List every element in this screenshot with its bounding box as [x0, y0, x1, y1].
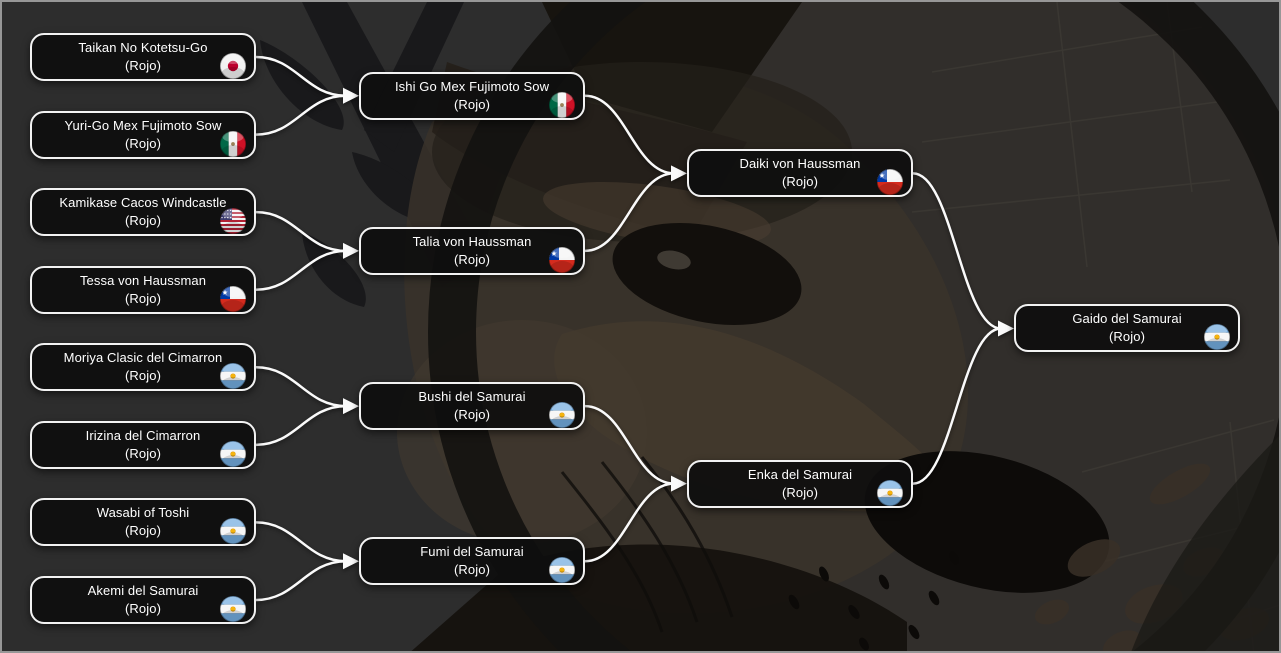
coat-color-label: (Rojo): [1109, 329, 1145, 344]
dog-name: Tessa von Haussman: [79, 272, 207, 288]
coat-color-label: (Rojo): [125, 58, 161, 73]
pedigree-node-ishi[interactable]: Ishi Go Mex Fujimoto Sow (Rojo): [359, 72, 585, 120]
pedigree-edge: [911, 172, 1003, 330]
pedigree-edge: [583, 172, 676, 253]
pedigree-edge: [583, 404, 676, 485]
edge-arrowhead-icon: [343, 87, 359, 104]
coat-color-label: (Rojo): [125, 446, 161, 461]
pedigree-node-bushi[interactable]: Bushi del Samurai (Rojo): [359, 382, 585, 430]
pedigree-edge: [583, 94, 676, 175]
pedigree-node-wasabi[interactable]: Wasabi of Toshi (Rojo): [30, 498, 256, 546]
flag-argentina-icon: [220, 518, 246, 544]
pedigree-edge: [254, 249, 348, 291]
flag-japan-icon: [220, 53, 246, 79]
pedigree-edge: [254, 521, 348, 563]
dog-name: Akemi del Samurai: [87, 582, 199, 598]
coat-color-label: (Rojo): [125, 601, 161, 616]
dog-name: Daiki von Haussman: [739, 155, 861, 171]
edge-arrowhead-icon: [343, 242, 359, 259]
pedigree-node-daiki[interactable]: Daiki von Haussman (Rojo): [687, 149, 913, 197]
flag-argentina-icon: [220, 363, 246, 389]
dog-name: Ishi Go Mex Fujimoto Sow: [394, 78, 550, 94]
coat-color-label: (Rojo): [125, 291, 161, 306]
pedigree-edge: [254, 404, 348, 447]
edge-arrowhead-icon: [343, 553, 359, 570]
dog-name: Gaido del Samurai: [1072, 310, 1182, 326]
pedigree-node-gaido[interactable]: Gaido del Samurai (Rojo): [1014, 304, 1240, 352]
pedigree-edge: [254, 210, 348, 253]
pedigree-edge: [583, 482, 676, 563]
coat-color-label: (Rojo): [125, 213, 161, 228]
pedigree-node-fumi[interactable]: Fumi del Samurai (Rojo): [359, 537, 585, 585]
coat-color-label: (Rojo): [782, 174, 818, 189]
dog-name: Enka del Samurai: [747, 466, 853, 482]
flag-argentina-icon: [220, 596, 246, 622]
flag-argentina-icon: [549, 402, 575, 428]
pedigree-node-tessa[interactable]: Tessa von Haussman (Rojo): [30, 266, 256, 314]
flag-mexico-icon: [220, 131, 246, 157]
flag-argentina-icon: [549, 557, 575, 583]
flag-chile-icon: [220, 286, 246, 312]
pedigree-node-taikan[interactable]: Taikan No Kotetsu-Go (Rojo): [30, 33, 256, 81]
coat-color-label: (Rojo): [454, 562, 490, 577]
coat-color-label: (Rojo): [454, 407, 490, 422]
coat-color-label: (Rojo): [454, 252, 490, 267]
flag-chile-icon: [549, 247, 575, 273]
flag-argentina-icon: [220, 441, 246, 467]
dog-name: Taikan No Kotetsu-Go: [78, 39, 208, 55]
coat-color-label: (Rojo): [782, 485, 818, 500]
pedigree-node-kamikase[interactable]: Kamikase Cacos Windcastle (Rojo): [30, 188, 256, 236]
coat-color-label: (Rojo): [125, 368, 161, 383]
dog-name: Moriya Clasic del Cimarron: [63, 349, 223, 365]
pedigree-edge: [254, 55, 348, 98]
pedigree-node-akemi[interactable]: Akemi del Samurai (Rojo): [30, 576, 256, 624]
dog-name: Fumi del Samurai: [420, 543, 524, 559]
dog-name: Talia von Haussman: [412, 233, 532, 249]
pedigree-node-enka[interactable]: Enka del Samurai (Rojo): [687, 460, 913, 508]
pedigree-node-irizina[interactable]: Irizina del Cimarron (Rojo): [30, 421, 256, 469]
edge-arrowhead-icon: [671, 475, 687, 492]
pedigree-node-talia[interactable]: Talia von Haussman (Rojo): [359, 227, 585, 275]
flag-argentina-icon: [877, 480, 903, 506]
pedigree-edge: [911, 327, 1003, 485]
pedigree-edge: [254, 94, 348, 136]
dog-name: Wasabi of Toshi: [96, 504, 190, 520]
coat-color-label: (Rojo): [454, 97, 490, 112]
flag-usa-icon: [220, 208, 246, 234]
dog-name: Yuri-Go Mex Fujimoto Sow: [64, 117, 222, 133]
coat-color-label: (Rojo): [125, 136, 161, 151]
pedigree-node-moriya[interactable]: Moriya Clasic del Cimarron (Rojo): [30, 343, 256, 391]
pedigree-node-yuri[interactable]: Yuri-Go Mex Fujimoto Sow (Rojo): [30, 111, 256, 159]
dog-name: Irizina del Cimarron: [85, 427, 201, 443]
flag-argentina-icon: [1204, 324, 1230, 350]
flag-mexico-icon: [549, 92, 575, 118]
dog-name: Kamikase Cacos Windcastle: [59, 194, 227, 210]
coat-color-label: (Rojo): [125, 523, 161, 538]
edge-arrowhead-icon: [671, 165, 687, 182]
flag-chile-icon: [877, 169, 903, 195]
dog-name: Bushi del Samurai: [418, 388, 526, 404]
pedigree-edge: [254, 559, 348, 602]
edge-arrowhead-icon: [343, 398, 359, 415]
edge-arrowhead-icon: [998, 320, 1014, 337]
pedigree-edge: [254, 366, 348, 408]
